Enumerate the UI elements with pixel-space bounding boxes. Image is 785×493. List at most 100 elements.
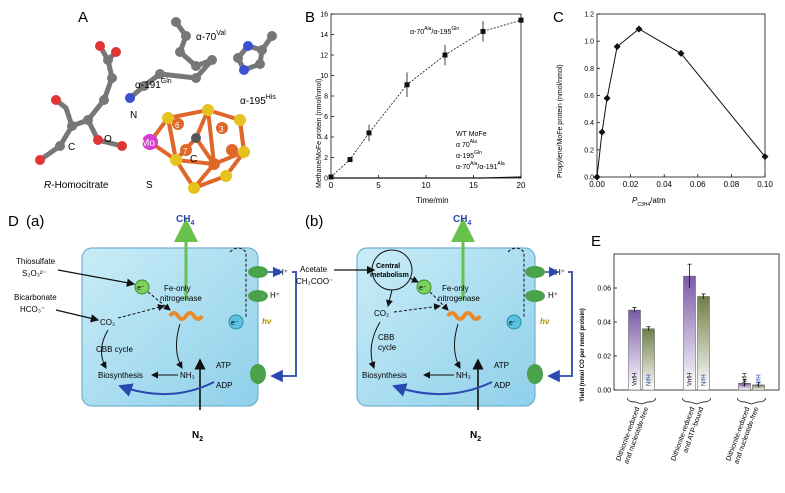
svg-text:α-191Gln: α-191Gln (135, 78, 172, 91)
chart-b-point (328, 174, 334, 180)
chart-e-ylabel: Yield (nmol CO per nmol protein) (580, 308, 586, 402)
chart-c-xtick-label: 0.04 (656, 180, 672, 189)
electron-b (416, 279, 432, 295)
membrane-protein-a2 (248, 290, 268, 302)
chart-c-xtick-label: 0.08 (724, 180, 740, 189)
label-gln-sup: Gln (161, 78, 172, 85)
chart-e-ytick-label: 0.00 (597, 388, 611, 395)
label-gln: α-191 (135, 80, 161, 91)
chart-c-point (635, 25, 643, 33)
chart-b-ytick-label: 2 (324, 155, 328, 162)
label-fe: Fe (244, 164, 256, 175)
svg-text:α-70Val: α-70Val (196, 30, 226, 43)
label-val-sup: Val (216, 30, 226, 37)
chart-c-xlabel-sub: C3H4 (637, 202, 650, 208)
chart-e-bar-label: VnfH (633, 373, 639, 386)
chart-b-ytick-label: 14 (320, 32, 328, 39)
fe-only-a-1: Fe-only (164, 284, 191, 293)
atoms (35, 17, 277, 194)
h-loop-b (507, 247, 525, 318)
chart-b-series-sup2: Gln (451, 26, 459, 32)
co2-a: CO₂ (100, 318, 115, 327)
chart-b-legend-sup-2: Ala (470, 161, 477, 167)
thiosulfate-arrow (57, 269, 136, 287)
panel-b-letter: B (305, 9, 315, 26)
chart-b-point (404, 82, 410, 88)
panel-a: A (35, 9, 277, 194)
label-his: α-195 (240, 96, 266, 107)
biosynthesis-a: Biosynthesis (98, 371, 143, 380)
atp-to-bio-b (392, 381, 493, 397)
chart-c-xlabel-p: P (632, 196, 638, 205)
thiosulfate-formula: S₂O₃²⁻ (22, 269, 47, 278)
svg-text:N2: N2 (192, 430, 203, 443)
cbb-b-2: cycle (378, 343, 397, 352)
label-c: C (190, 154, 197, 165)
chart-c-xtick-label: 0.00 (589, 180, 605, 189)
svg-text:α-195His: α-195His (240, 94, 276, 107)
label-val: α-70 (196, 32, 217, 43)
n2-a-sub: 2 (199, 436, 203, 443)
chart-c-point (598, 128, 606, 136)
co2-to-fe-b (393, 303, 441, 313)
label-num-6: 6 (175, 121, 180, 130)
svg-text:α-70Ala/α-191Ala: α-70Ala/α-191Ala (456, 161, 505, 171)
electron-a-label: e⁻ (137, 285, 145, 292)
hv-b: hν (540, 317, 550, 326)
co2-b: CO₂ (374, 309, 389, 318)
membrane-protein-a1 (248, 266, 268, 278)
chart-b-xtick-label: 20 (517, 181, 526, 190)
chart-c-ytick-label: 0.8 (584, 66, 594, 73)
n2-b: N (470, 430, 477, 441)
svg-text:α-195Gln: α-195Gln (456, 150, 482, 160)
chart-b-legend-2: α-195 (456, 153, 474, 160)
ch4-b-sub: 4 (467, 220, 471, 227)
central-1: Central (376, 263, 400, 270)
svg-text:PC3H4/atm: PC3H4/atm (632, 196, 666, 208)
panel-e: E Yield (nmol CO per nmol protein) 0.000… (580, 233, 780, 465)
ch4-b: CH (453, 214, 467, 225)
chart-b-ytick-label: 12 (320, 53, 328, 60)
chart-b-line-1 (331, 176, 522, 179)
membrane-protein-b2 (525, 290, 545, 302)
nh3-b: NH₃ (456, 371, 471, 380)
chart-e-bar-label: NifH (757, 374, 763, 386)
chart-b-ytick-label: 6 (324, 114, 328, 121)
chart-e-bar-label: VnfH (688, 373, 694, 386)
chart-e-bar-label: VnfH (743, 373, 749, 386)
svg-text:α 70Ala: α 70Ala (456, 139, 477, 149)
chart-c-xtick-label: 0.10 (757, 180, 773, 189)
chart-c-ytick-label: 0.6 (584, 93, 594, 100)
panel-d-letter: D (8, 213, 19, 230)
label-n: N (130, 110, 137, 121)
label-o: O (104, 134, 112, 145)
adp-a: ADP (216, 381, 232, 390)
co2-to-bio-b (368, 321, 381, 369)
chart-b-point (347, 157, 353, 163)
fe-to-nh3-b (454, 323, 461, 369)
chart-e-ytick-label: 0.06 (597, 286, 611, 293)
chart-b-legend-sup-3: Ala (497, 161, 504, 167)
fe-only-a-2: nitrogenase (160, 294, 202, 303)
n2-b-sub: 2 (477, 436, 481, 443)
acetate-label: Acetate (300, 265, 328, 274)
chart-b-legend-4: /α-191 (477, 164, 497, 171)
chart-b-point (518, 17, 524, 23)
svg-text:N2: N2 (470, 430, 481, 443)
proton-circuit-a (270, 271, 297, 383)
electron-a2 (228, 314, 244, 330)
chart-c-point (761, 153, 769, 161)
nitrogenase-a-icon (168, 311, 204, 321)
chart-b-xtick-label: 10 (422, 181, 431, 190)
h-loop-a (229, 247, 247, 318)
chart-b-xtick-label: 5 (376, 181, 381, 190)
svg-text:α-70Ala/α-195Gln: α-70Ala/α-195Gln (410, 26, 459, 36)
chart-c-frame (596, 13, 766, 178)
chart-b-ytick-label: 8 (324, 94, 328, 101)
bicarbonate-arrow (55, 309, 100, 323)
chart-b-series-label: α-70 (410, 29, 424, 36)
chart-b-legend-1: α 70 (456, 142, 470, 149)
ch4-a: CH (176, 214, 190, 225)
